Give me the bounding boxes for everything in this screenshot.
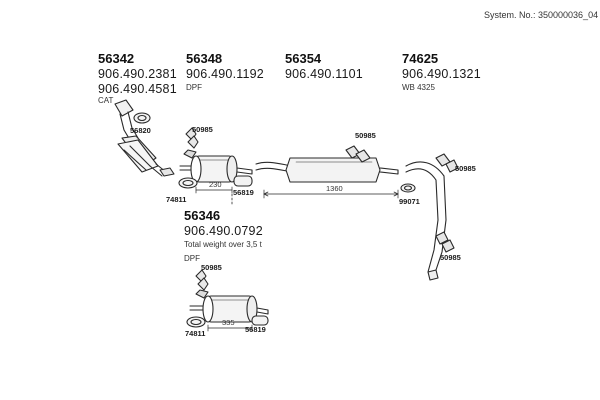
sleeve-56819-drawing [233,175,253,187]
part-number: 906.490.1192 [186,67,264,81]
part-note: DPF [184,254,200,263]
dimension-label: 335 [222,318,235,327]
hanger-50985-drawing [183,127,199,159]
system-number: System. No.: 350000036_04 [484,10,599,20]
part-label-56820: 56820 [130,126,151,135]
dpf-56348-drawing [179,155,253,183]
part-label-74811: 74811 [185,329,206,338]
dimension-label: 1360 [326,184,343,193]
clamp-74811-drawing [178,177,198,189]
part-number: 906.490.1101 [285,67,363,81]
group-id-56354: 56354 [285,51,322,66]
part-note: Total weight over 3,5 t [184,240,262,249]
part-number: 906.490.2381 [98,67,177,81]
group-id-56348: 56348 [186,51,223,66]
part-number: 906.490.0792 [184,224,263,238]
part-label-50985: 50985 [440,253,461,262]
group-id-56342: 56342 [98,51,135,66]
silencer-56354-drawing [255,145,399,183]
part-label-56819: 56819 [245,325,266,334]
part-label-56819: 56819 [233,188,254,197]
clamp-99071-drawing [400,183,416,193]
group-id-56346: 56346 [184,208,221,223]
dimension-label: 230 [209,180,222,189]
part-number: 906.490.1321 [402,67,481,81]
part-note: CAT [98,96,114,105]
part-label-50985: 50985 [455,164,476,173]
part-label-50985: 50985 [201,263,222,272]
part-number: 906.490.4581 [98,82,177,96]
tailpipe-74625-drawing [405,153,459,281]
part-label-74811: 74811 [166,195,187,204]
part-label-99071: 99071 [399,197,420,206]
group-id-74625: 74625 [402,51,439,66]
part-note: WB 4325 [402,83,435,92]
part-label-50985: 50985 [192,125,213,134]
clamp-56820-drawing [133,112,151,124]
part-label-50985: 50985 [355,131,376,140]
catalytic-converter-drawing [114,99,175,177]
dpf-56346-drawing [186,269,269,332]
part-note: DPF [186,83,202,92]
